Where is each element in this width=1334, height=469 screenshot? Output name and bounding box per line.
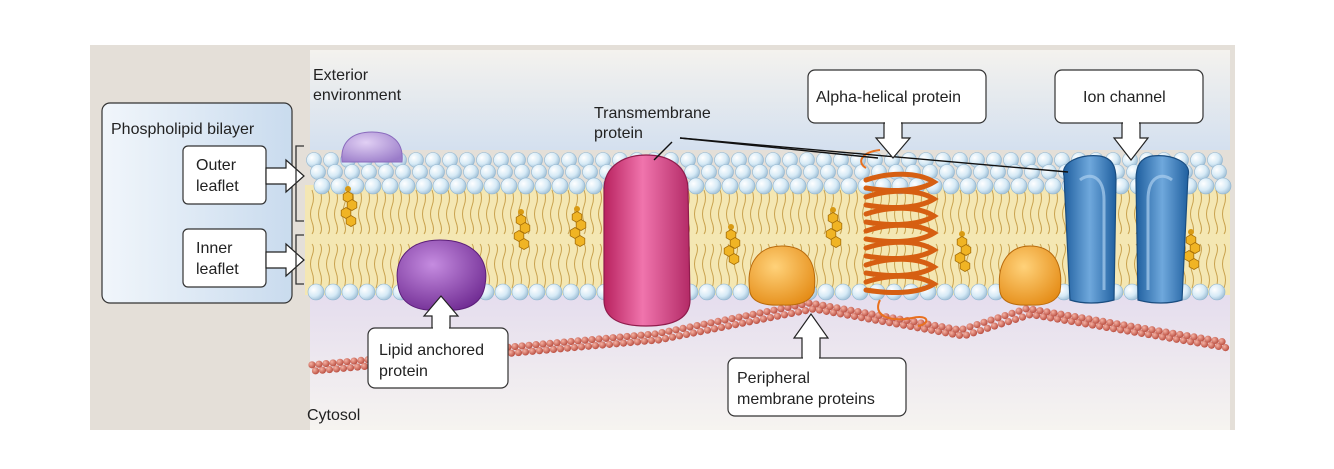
- exterior-label-line2: environment: [313, 87, 402, 104]
- outer-leaflet-callout: [182, 145, 267, 205]
- outer-leaflet-label-line1: Outer: [196, 157, 237, 174]
- outer-leaflet-label-line2: leaflet: [196, 178, 239, 195]
- alpha-helical-callout: Alpha-helical protein: [807, 69, 987, 159]
- transmembrane-label-line1: Transmembrane: [594, 105, 711, 122]
- ion-channel-protein: [1062, 155, 1190, 304]
- alpha-helical-label: Alpha-helical protein: [816, 89, 961, 106]
- peripheral-label-line2: membrane proteins: [737, 391, 875, 408]
- outer-peripheral-protein: [341, 131, 403, 163]
- leaflet-brackets: [295, 145, 304, 285]
- inner-peripheral-protein-left: [748, 245, 816, 306]
- exterior-label-line1: Exterior: [313, 67, 369, 84]
- inner-peripheral-protein-right: [998, 245, 1062, 306]
- leader-lines: [653, 137, 1069, 173]
- peripheral-callout: Peripheral membrane proteins: [727, 312, 907, 417]
- cytosol-label: Cytosol: [307, 407, 360, 424]
- inner-leaflet-label-line2: leaflet: [196, 261, 239, 278]
- inner-leaflet-label-line1: Inner: [196, 240, 233, 257]
- lipid-anchored-label-line2: protein: [379, 363, 428, 380]
- alpha-helical-protein: [860, 149, 939, 327]
- transmembrane-protein: [603, 154, 691, 327]
- phospholipid-bilayer-label: Phospholipid bilayer: [111, 121, 255, 138]
- transmembrane-label-line2: protein: [594, 125, 643, 142]
- peripheral-label-line1: Peripheral: [737, 370, 810, 387]
- cholesterol-molecules: [340, 186, 1201, 272]
- ion-channel-callout: Ion channel: [1054, 69, 1204, 161]
- lipid-anchored-protein: [396, 239, 487, 311]
- leaflet-arrows: [265, 158, 305, 278]
- lipid-anchored-label-line1: Lipid anchored: [379, 342, 484, 359]
- inner-leaflet-callout: [182, 228, 267, 288]
- lipid-anchored-callout: Lipid anchored protein: [367, 295, 509, 389]
- ion-channel-label: Ion channel: [1083, 89, 1166, 106]
